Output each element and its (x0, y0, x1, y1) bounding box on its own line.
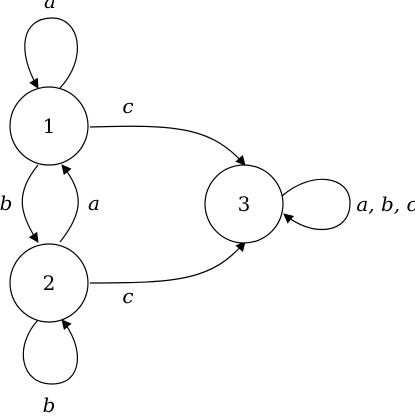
state-2-circle (9, 243, 89, 323)
edge-2-3 (89, 241, 246, 284)
edge-label-3-3: a, b, c (356, 192, 415, 216)
edge-2-2 (22, 319, 79, 385)
edge-label-2-3: c (122, 284, 133, 308)
edge-label-2-2: b (43, 393, 56, 416)
edge-2-1 (59, 164, 79, 243)
state-3-circle (204, 164, 284, 244)
edge-label-1-3: c (122, 94, 133, 118)
edge-label-1-2: b (0, 191, 12, 215)
state-2-label: 2 (43, 271, 56, 295)
edge-label-1-1: a (44, 0, 56, 13)
edge-label-2-1: a (88, 191, 100, 215)
state-1-circle (9, 86, 89, 166)
edge-1-3 (89, 125, 246, 166)
state-3-label: 3 (238, 192, 251, 216)
edge-1-2 (21, 164, 39, 243)
edge-1-1 (24, 17, 78, 89)
edge-3-3 (281, 178, 351, 231)
state-1-label: 1 (43, 114, 56, 138)
